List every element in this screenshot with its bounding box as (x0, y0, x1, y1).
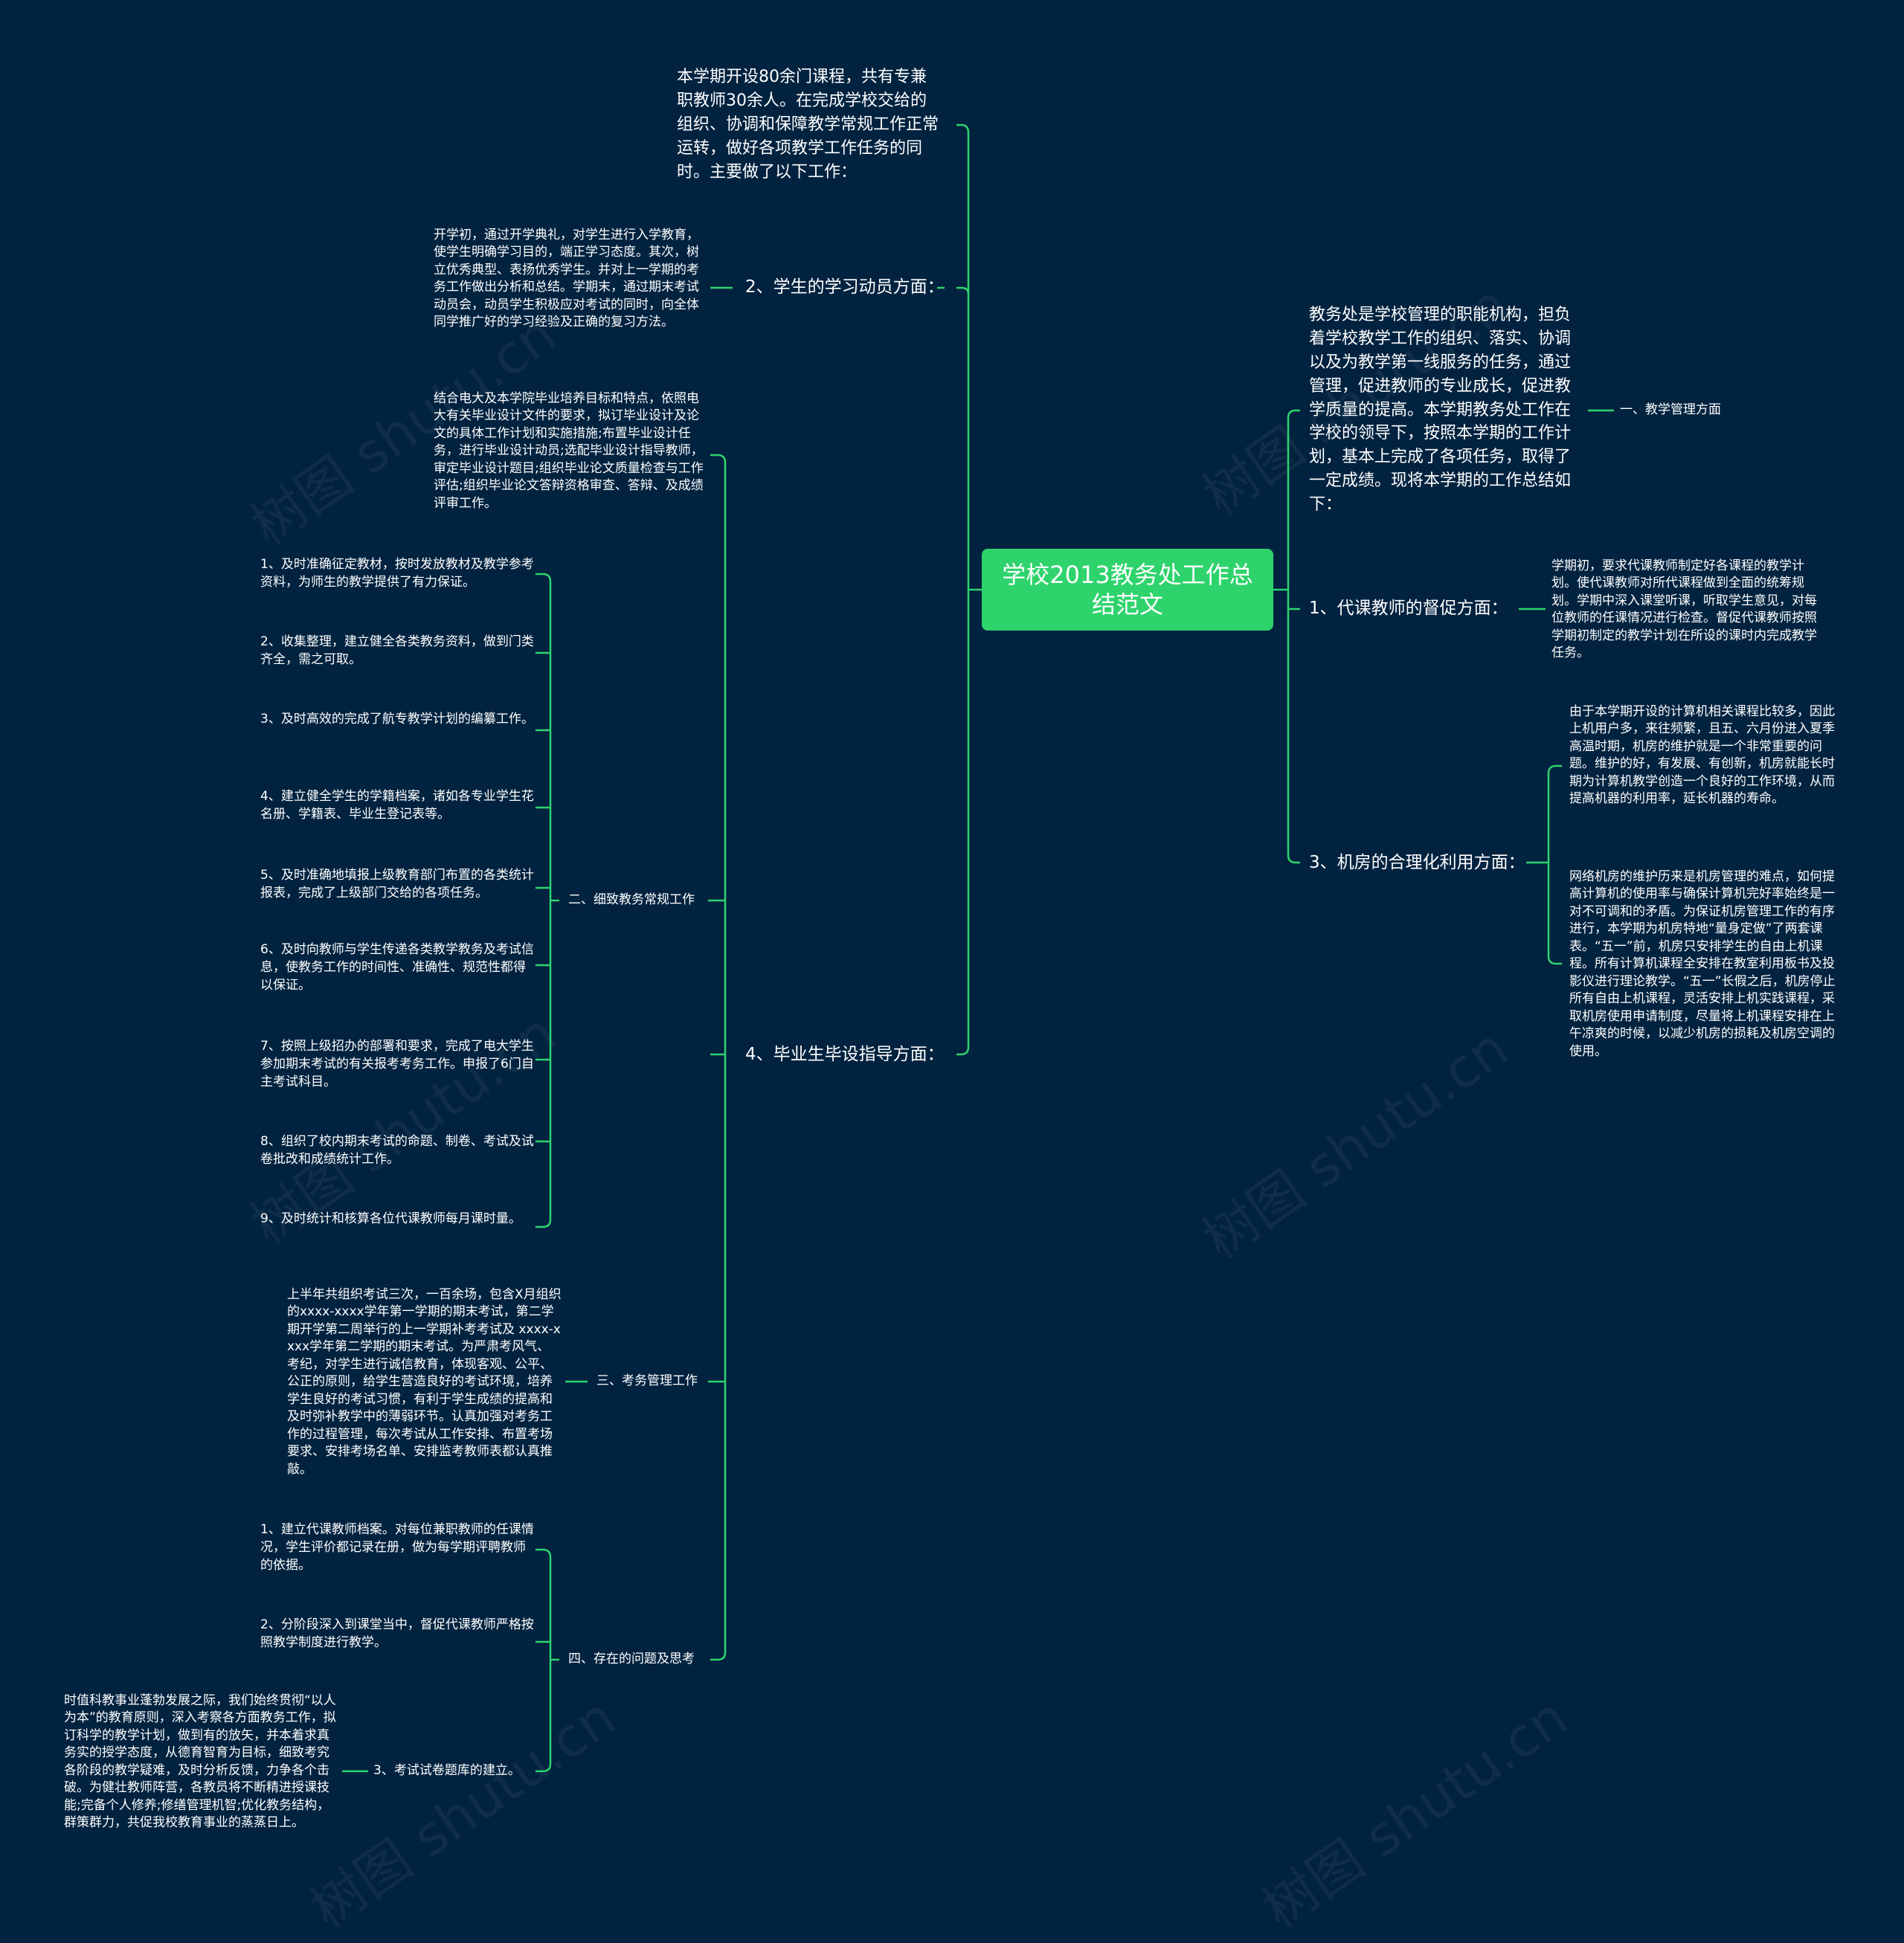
section-3-label[interactable]: 三、考务管理工作 (596, 1373, 698, 1388)
root-topic[interactable]: 学校2013教务处工作总结范文 (982, 549, 1273, 631)
right-intro-label[interactable]: 一、教学管理方面 (1620, 402, 1721, 417)
section-2-label[interactable]: 二、细致教务常规工作 (568, 892, 695, 907)
section-2-item: 7、按照上级招办的部署和要求，完成了电大学生参加期末考试的有关报考考务工作。申报… (260, 1039, 534, 1089)
branch-2-label[interactable]: 2、学生的学习动员方面： (745, 277, 945, 297)
section-2-item: 3、及时高效的完成了航专教学计划的编纂工作。 (260, 712, 534, 726)
branch-3-label[interactable]: 3、机房的合理化利用方面： (1309, 853, 1525, 872)
section-4-item: 1、建立代课教师档案。对每位兼职教师的任课情况，学生评价都记录在册，做为每学期评… (260, 1522, 534, 1573)
left-intro-text: 本学期开设80余门课程，共有专兼职教师30余人。在完成学校交给的组织、协调和保障… (677, 68, 939, 181)
section-2-item: 9、及时统计和核算各位代课教师每月课时量。 (260, 1211, 521, 1226)
right-intro-text: 教务处是学校管理的职能机构，担负着学校教学工作的组织、落实、协调以及为教学第一线… (1309, 306, 1572, 515)
section-2-item: 2、收集整理，建立健全各类教务资料，做到门类齐全，需之可取。 (260, 634, 534, 667)
section-2-item: 1、及时准确征定教材，按时发放教材及教学参考资料，为师生的教学提供了有力保证。 (260, 557, 534, 590)
section-4-label[interactable]: 四、存在的问题及思考 (568, 1652, 695, 1666)
section-4-3-text: 时值科教事业蓬勃发展之际，我们始终贯彻“以人为本”的教育原则，深入考察各方面教务… (64, 1693, 336, 1831)
section-2-item: 4、建立健全学生的学籍档案，诸如各专业学生花名册、学籍表、毕业生登记表等。 (260, 789, 534, 822)
branch-4-label[interactable]: 4、毕业生毕设指导方面： (745, 1045, 945, 1064)
section-4-3-label[interactable]: 3、考试试卷题库的建立。 (373, 1763, 521, 1778)
section-2-item: 8、组织了校内期末考试的命题、制卷、考试及试卷批改和成绩统计工作。 (260, 1134, 534, 1167)
root-title: 学校2013教务处工作总结范文 (1002, 561, 1253, 619)
branch-3-text-2: 网络机房的维护历来是机房管理的难点，如何提高计算机的使用率与确保计算机完好率始终… (1569, 869, 1836, 1059)
section-4-item: 2、分阶段深入到课堂当中，督促代课教师严格按照教学制度进行教学。 (260, 1617, 534, 1650)
section-3-text: 上半年共组织考试三次，一百余场，包含X月组织的xxxx-xxxx学年第一学期的期… (287, 1287, 562, 1477)
branch-1-text: 学期初，要求代课教师制定好各课程的教学计划。使代课教师对所代课程做到全面的统筹规… (1551, 558, 1817, 661)
branch-4-text: 结合电大及本学院毕业培养目标和特点，依照电大有关毕业设计文件的要求，拟订毕业设计… (434, 391, 704, 511)
branch-2-text: 开学初，通过开学典礼，对学生进行入学教育，使学生明确学习目的，端正学习态度。其次… (434, 228, 699, 330)
section-2-item: 6、及时向教师与学生传递各类教学教务及考试信息，使教务工作的时间性、准确性、规范… (260, 942, 534, 993)
branch-1-label[interactable]: 1、代课教师的督促方面： (1309, 599, 1508, 618)
section-2-item: 5、及时准确地填报上级教育部门布置的各类统计报表，完成了上级部门交给的各项任务。 (260, 868, 534, 900)
branch-3-text-1: 由于本学期开设的计算机相关课程比较多，因此上机用户多，来往频繁，且五、六月份进入… (1569, 704, 1835, 807)
